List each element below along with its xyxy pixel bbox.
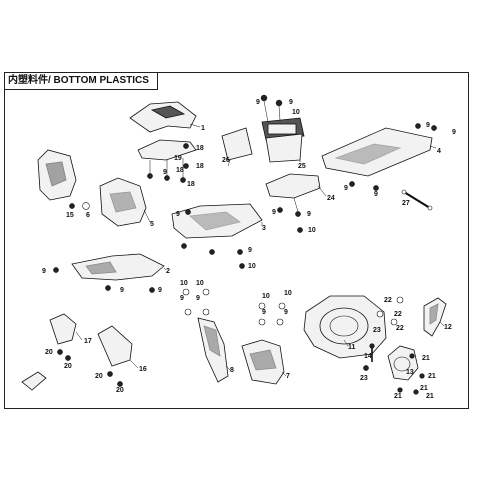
callout-12: 12 [444,324,452,331]
part-12-air-duct [423,297,447,337]
part-5-center-shroud [99,177,151,227]
callout-9-r4: 9 [374,191,378,198]
callout-20-d: 20 [116,387,124,394]
callout-10-3: 10 [248,263,256,270]
callout-21-e: 21 [426,393,434,400]
callout-10-8a: 10 [180,280,188,287]
part-1-upper-cover [129,101,201,133]
callout-20-a: 20 [45,349,53,356]
callout-9-box-b: 9 [289,99,293,106]
callout-9-r3: 9 [344,185,348,192]
part-14-bolt [369,343,375,362]
part-16-guard [97,325,139,387]
callout-22-b: 22 [394,311,402,318]
part-14-cap [21,371,47,391]
callout-1: 1 [201,125,205,132]
callout-9-24a: 9 [272,209,276,216]
callout-10-box: 10 [292,109,300,116]
part-2-skid-plate-front [53,253,167,293]
callout-9-2c: 9 [158,287,162,294]
callout-26: 26 [222,157,230,164]
callout-19: 19 [174,155,182,162]
part-27-rod [401,189,433,211]
callout-11: 11 [348,344,356,351]
callout-25: 25 [298,163,306,170]
callout-9-8b: 9 [196,295,200,302]
part-7-side-panel [241,302,287,385]
diagram-frame [4,72,469,409]
callout-27: 27 [402,200,410,207]
callout-4: 4 [437,148,441,155]
part-26-plate [221,127,253,167]
callout-10-7b: 10 [284,290,292,297]
callout-9-center: 9 [163,169,167,176]
part-3-skid-plate-center [171,203,263,269]
part-11-cvt-cover [303,295,387,359]
callout-22-a: 22 [384,297,392,304]
callout-21-d: 21 [394,393,402,400]
callout-21-c: 21 [420,385,428,392]
callout-18c: 18 [176,167,184,174]
part-bracket-center [137,139,197,183]
callout-20-c: 20 [95,373,103,380]
callout-3: 3 [262,225,266,232]
callout-9-8a: 9 [180,295,184,302]
callout-10-7a: 10 [262,293,270,300]
callout-15: 15 [66,212,74,219]
part-13-small-cover [387,345,425,395]
callout-10-8b: 10 [196,280,204,287]
callout-9-box-a: 9 [256,99,260,106]
bolt-23-lower [363,365,369,371]
callout-23-upper: 23 [373,327,381,334]
callout-16: 16 [139,366,147,373]
callout-9-3a: 9 [176,211,180,218]
part-8-side-panel [182,288,231,383]
callout-9-r2: 9 [452,129,456,136]
callout-22-c: 22 [396,325,404,332]
callout-6: 6 [86,212,90,219]
callout-18d: 18 [187,181,195,188]
callout-9-r1: 9 [426,122,430,129]
part-25-battery-box [260,94,305,163]
callout-18a: 18 [196,145,204,152]
fasteners-22-23 [376,296,404,326]
callout-10-24: 10 [308,227,316,234]
callout-9-7b: 9 [284,309,288,316]
callout-9-7a: 9 [262,309,266,316]
callout-2: 2 [166,268,170,275]
callout-21-a: 21 [422,355,430,362]
callout-17: 17 [84,338,92,345]
callout-9-3b: 9 [248,247,252,254]
callout-20-b: 20 [64,363,72,370]
callout-14: 14 [364,353,372,360]
callout-18b: 18 [196,163,204,170]
callout-8: 8 [230,367,234,374]
callout-9-2a: 9 [42,268,46,275]
callout-7: 7 [286,373,290,380]
part-15-left-shroud [37,149,90,210]
callout-5: 5 [150,221,154,228]
part-24-plate [265,173,327,233]
callout-24: 24 [327,195,335,202]
callout-9-24b: 9 [307,211,311,218]
callout-23-lower: 23 [360,375,368,382]
callout-21-b: 21 [428,373,436,380]
part-17-guard [49,313,83,361]
callout-13: 13 [406,369,414,376]
diagram-title: 内塑料件/ BOTTOM PLASTICS [4,72,158,90]
callout-9-2b: 9 [120,287,124,294]
part-4-skid-plate-rear [321,123,437,191]
